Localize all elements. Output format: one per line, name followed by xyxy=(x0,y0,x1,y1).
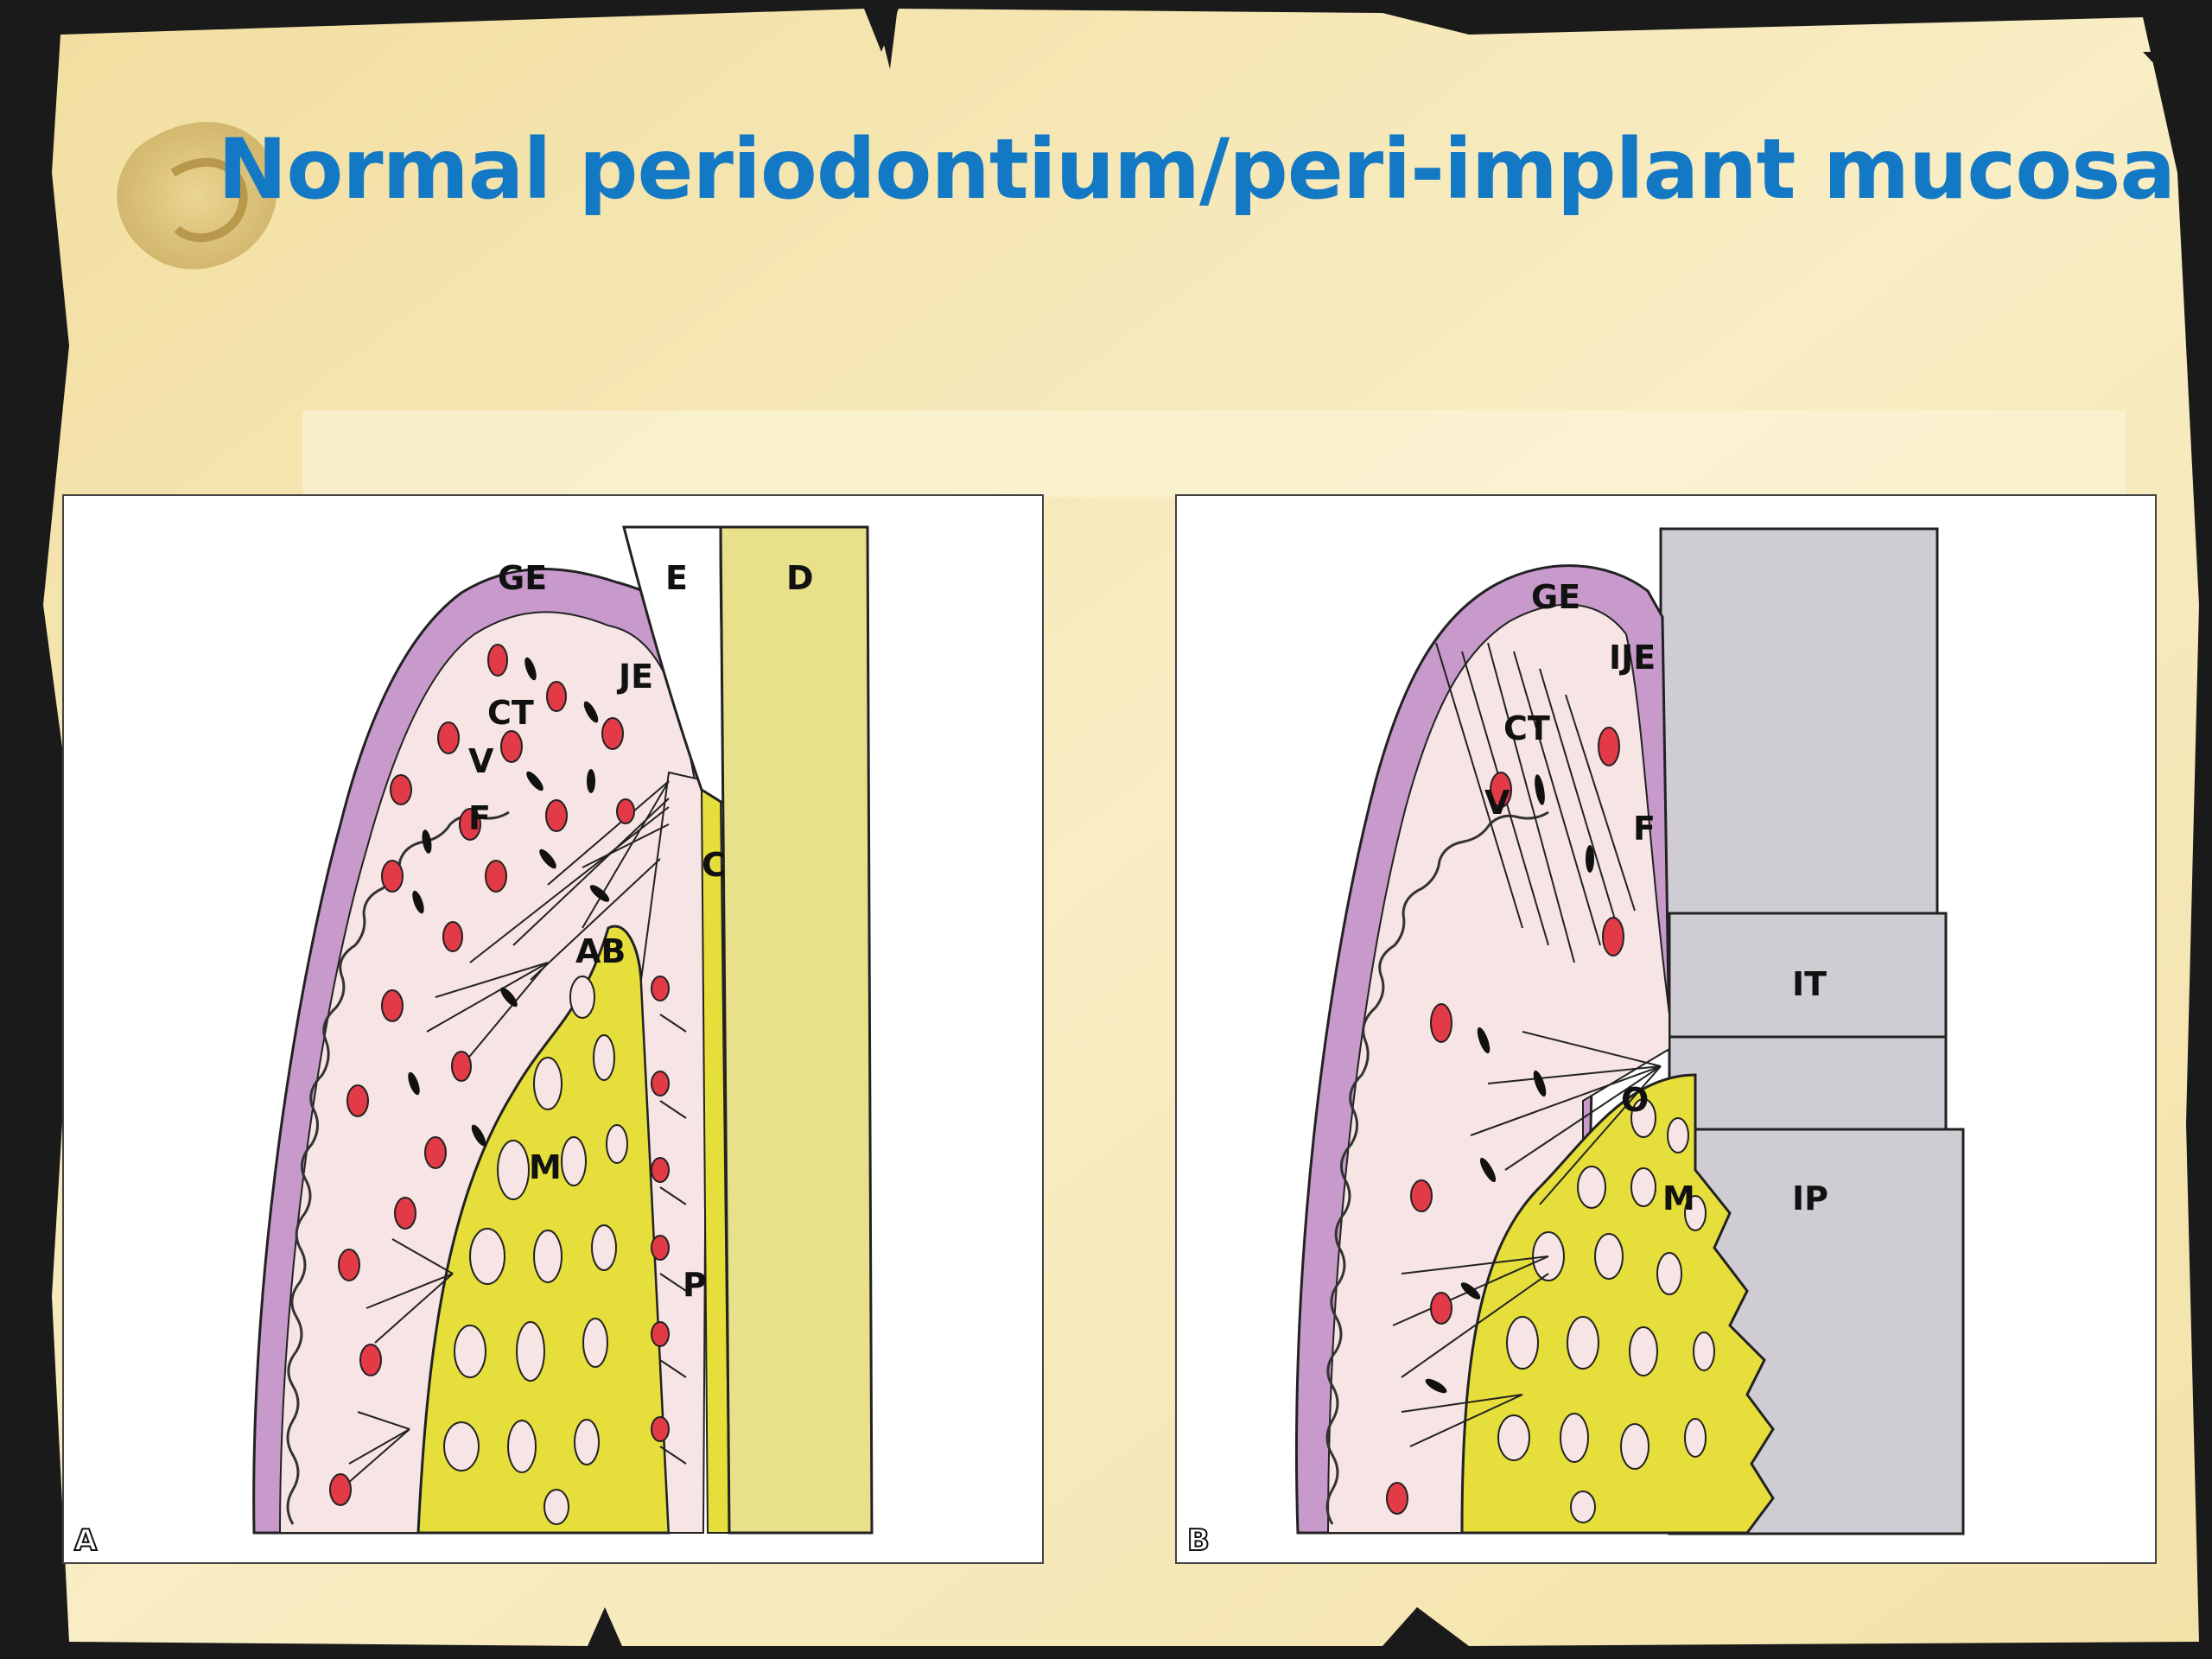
label-c: C xyxy=(702,846,726,884)
label-ct: CT xyxy=(487,694,534,732)
label-e: E xyxy=(665,559,688,597)
label-it: IT xyxy=(1792,965,1827,1003)
panel-a-corner-label: A xyxy=(74,1523,98,1558)
panel-a-natural-tooth: GE E D JE CT V F C AB M P A xyxy=(62,494,1044,1564)
label-ip: IP xyxy=(1792,1179,1828,1217)
label-m: M xyxy=(1662,1179,1695,1217)
label-d: D xyxy=(786,559,814,597)
label-f: F xyxy=(1633,810,1656,848)
label-ije: IJE xyxy=(1609,639,1656,677)
label-v: V xyxy=(1484,784,1510,822)
fibroblasts xyxy=(408,657,610,1147)
blood-vessels xyxy=(329,644,670,1506)
rete-pegs xyxy=(1325,810,1549,1525)
label-p: P xyxy=(683,1266,707,1304)
panel-b-implant: GE IJE CT V F IT O M IP B xyxy=(1175,494,2157,1564)
implant-transmucosal xyxy=(1668,912,1948,1039)
dentin xyxy=(719,525,874,1535)
natural-tooth-diagram: GE E D JE CT V F C AB M P A xyxy=(73,525,874,1559)
label-m: M xyxy=(529,1148,562,1186)
rete-pegs xyxy=(286,810,510,1525)
fibroblasts xyxy=(1425,774,1594,1394)
label-ge: GE xyxy=(1531,578,1580,616)
label-ab: AB xyxy=(575,932,626,970)
collagen-fibers xyxy=(340,780,687,1491)
implant-abutment xyxy=(1659,527,1939,915)
label-je: JE xyxy=(616,658,653,696)
implant-collar xyxy=(1668,1035,1948,1131)
label-f: F xyxy=(468,799,491,837)
marrow-spaces xyxy=(443,976,628,1525)
panel-b-corner-label: B xyxy=(1187,1523,1210,1558)
blood-vessels xyxy=(1386,727,1624,1515)
label-ct: CT xyxy=(1503,709,1550,747)
slide-title: Normal periodontium/peri-implant mucosa xyxy=(218,121,2176,218)
label-o: O xyxy=(1621,1081,1649,1119)
label-v: V xyxy=(468,742,494,780)
marrow-spaces xyxy=(1497,1098,1715,1523)
label-ge: GE xyxy=(498,559,547,597)
implant-diagram: GE IJE CT V F IT O M IP B xyxy=(1186,527,1965,1559)
